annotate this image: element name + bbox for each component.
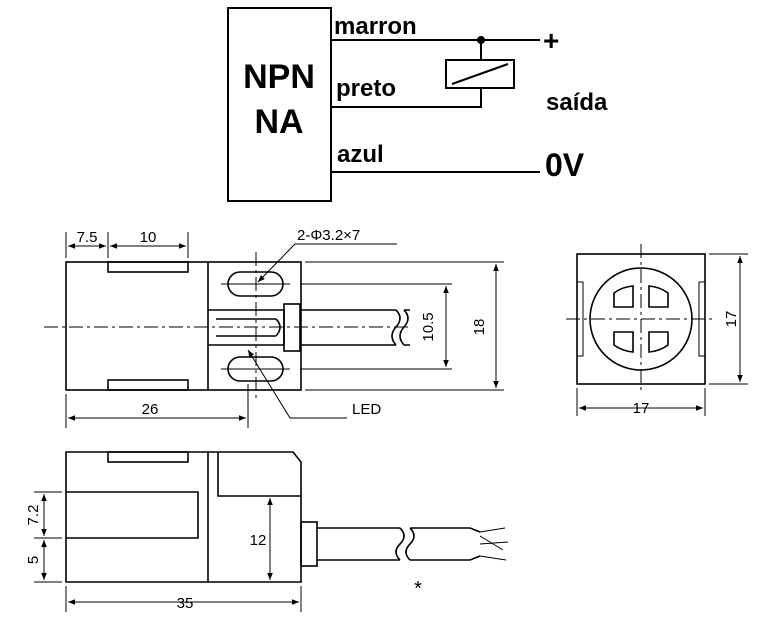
dim-label-7-5: 7.5 xyxy=(77,229,98,246)
dim-ext-35 xyxy=(65,586,302,612)
top-mount-slot-lower xyxy=(107,379,189,391)
side-cable-collar xyxy=(300,521,318,567)
dim-label-26: 26 xyxy=(142,401,159,418)
side-view: * 7.2 5 12 35 xyxy=(25,451,509,612)
dim-ext-end-h xyxy=(709,253,748,385)
dim-label-5: 5 xyxy=(25,556,42,564)
side-cable xyxy=(317,527,400,561)
load-relay xyxy=(445,59,515,89)
hole-spec-label: 2-Φ3.2×7 xyxy=(297,227,360,244)
side-face-step xyxy=(217,452,301,497)
top-mount-slot-upper xyxy=(107,261,189,273)
dim-ext-26 xyxy=(65,384,249,428)
side-mount-tab xyxy=(107,451,189,463)
dim-label-18: 18 xyxy=(471,319,488,336)
sensor-type-npn: NPN xyxy=(243,58,315,96)
dim-label-10: 10 xyxy=(140,229,157,246)
wire-brown-label: marron xyxy=(334,13,417,40)
gland-inner xyxy=(216,318,276,337)
end-quadrant-ul xyxy=(613,285,634,308)
top-body xyxy=(65,261,302,391)
led-leader xyxy=(247,349,347,419)
end-quadrant-ur xyxy=(648,285,669,308)
hole-spec-leader xyxy=(257,243,397,283)
relay-diagonal xyxy=(451,63,509,85)
dim-ext-18 xyxy=(305,261,504,391)
dim-label-35: 35 xyxy=(177,595,194,612)
side-lead-wires xyxy=(479,527,509,561)
dim-ext-side-left xyxy=(34,491,62,583)
end-quadrant-ll xyxy=(613,331,634,353)
dim-label-end-w: 17 xyxy=(633,400,650,417)
cable-top xyxy=(300,309,396,346)
wire-black-label: preto xyxy=(336,75,396,102)
side-cable-end xyxy=(410,527,481,561)
side-step xyxy=(66,491,199,539)
side-body xyxy=(65,451,302,583)
dim-ext-10-5 xyxy=(300,283,452,370)
zero-volt-label: 0V xyxy=(545,147,585,183)
top-view: 7.5 10 2-Φ3.2×7 LED 26 10.5 18 xyxy=(44,227,504,428)
wire-black xyxy=(331,88,482,108)
wiring-diagram: NPN NA marron + preto saída azul 0V xyxy=(227,7,608,202)
side-cable-break xyxy=(395,527,415,561)
plus-label: + xyxy=(543,25,559,56)
side-note-mark: * xyxy=(414,578,422,600)
dim-label-end-h: 17 xyxy=(723,311,740,328)
dim-label-7-2: 7.2 xyxy=(25,505,42,526)
output-label: saída xyxy=(546,89,608,116)
dim-ext-left xyxy=(65,232,189,258)
sensor-type-na: NA xyxy=(254,103,303,141)
dim-label-10-5: 10.5 xyxy=(420,312,437,341)
dim-ext-end-w xyxy=(576,388,706,416)
end-quadrant-lr xyxy=(648,331,669,353)
end-view: 17 17 xyxy=(566,244,748,417)
led-label: LED xyxy=(352,401,381,418)
wire-blue-label: azul xyxy=(337,141,384,168)
sensor-box xyxy=(227,7,332,202)
dim-label-12: 12 xyxy=(250,532,267,549)
